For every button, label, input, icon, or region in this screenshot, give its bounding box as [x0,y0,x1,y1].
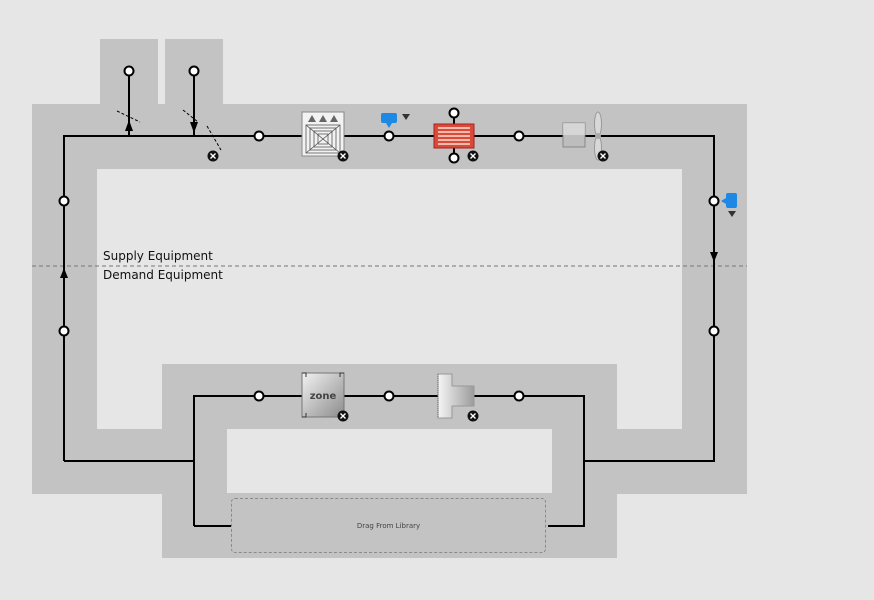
zone-label: zone [310,391,337,402]
demand-equipment-label: Demand Equipment [103,268,223,282]
demand-nodes[interactable] [253,390,525,402]
air-terminal-icon[interactable] [437,373,475,419]
drag-from-library-dropzone[interactable]: Drag From Library [231,498,546,553]
thermal-zone-icon[interactable] [301,372,345,418]
supply-equipment-label: Supply Equipment [103,249,213,263]
heating-coil-icon[interactable] [433,113,475,158]
remove-icon[interactable] [467,410,479,422]
remove-icon[interactable] [337,410,349,422]
damper-icon[interactable] [116,109,222,151]
setpoint-manager-icon[interactable] [721,193,737,217]
filter-icon[interactable] [301,111,345,157]
drag-from-library-label: Drag From Library [356,521,421,530]
remove-icon[interactable] [597,150,609,162]
relief-air-outlet-node[interactable] [188,65,200,77]
outdoor-air-inlet-node[interactable] [123,65,135,77]
remove-icon[interactable] [207,150,219,162]
supply-nodes[interactable] [58,130,720,337]
setpoint-manager-icon[interactable] [381,113,410,128]
coil-inlet-node[interactable] [448,107,460,119]
flow-arrow-icon [60,120,718,278]
remove-icon[interactable] [467,150,479,162]
coil-outlet-node[interactable] [448,152,460,164]
remove-icon[interactable] [337,150,349,162]
